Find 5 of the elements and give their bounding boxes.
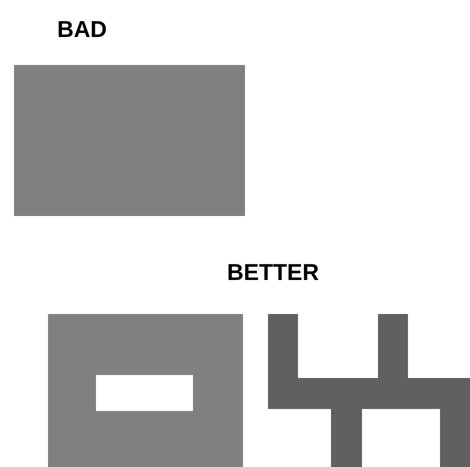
heading: BAD — [57, 18, 107, 41]
rectangle-with-hole — [48, 314, 243, 467]
branched-shape — [268, 314, 470, 467]
heading: BETTER — [227, 261, 319, 284]
solid-rectangle — [14, 65, 245, 216]
